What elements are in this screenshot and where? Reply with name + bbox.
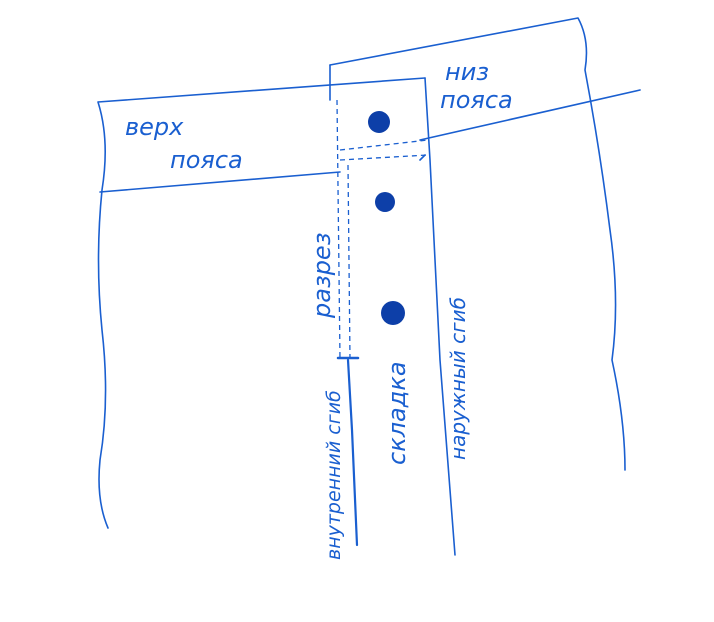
- front-piece-outline: [97, 77, 426, 529]
- label-pleat: складка: [383, 361, 411, 465]
- button-dot: [381, 301, 405, 325]
- slit-dashed: [336, 99, 429, 361]
- button-dot: [368, 111, 390, 133]
- waistband-bottom-outline: [329, 17, 626, 471]
- label-inner-fold: внутренний сгиб: [323, 390, 345, 560]
- label-waistband-top-2: пояса: [170, 146, 243, 174]
- pleat-strip: [424, 77, 456, 556]
- label-waistband-top-1: верх: [125, 113, 184, 141]
- button-dot: [375, 192, 395, 212]
- label-outer-fold: наружный сгиб: [446, 297, 470, 460]
- label-waistband-bottom-1: низ: [445, 58, 489, 86]
- label-waistband-bottom-2: пояса: [440, 86, 513, 114]
- waistband-bottom-edge: [329, 64, 641, 141]
- label-slit: разрез: [308, 233, 336, 319]
- waistband-top-line: [99, 154, 426, 193]
- inner-fold-line: [346, 358, 359, 547]
